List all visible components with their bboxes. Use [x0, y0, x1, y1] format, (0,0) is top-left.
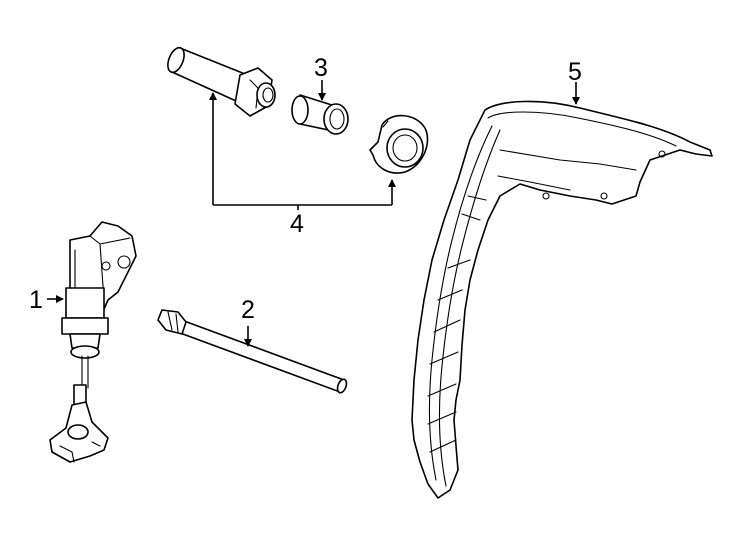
callout-4-leader: [209, 92, 396, 210]
wheelhouse-liner-icon: [411, 100, 713, 499]
grommet-icon: [369, 114, 429, 174]
spare-tire-hoist-icon: [49, 221, 137, 463]
callout-1-label: 1: [29, 286, 43, 314]
callout-5-label: 5: [568, 58, 582, 86]
callout-4-label: 4: [290, 210, 304, 238]
plug-icon: [291, 94, 349, 135]
bolt-nut-icon: [167, 46, 276, 117]
callout-2-label: 2: [241, 296, 255, 324]
callout-3-label: 3: [314, 54, 328, 82]
jack-handle-extension-icon: [157, 309, 348, 394]
